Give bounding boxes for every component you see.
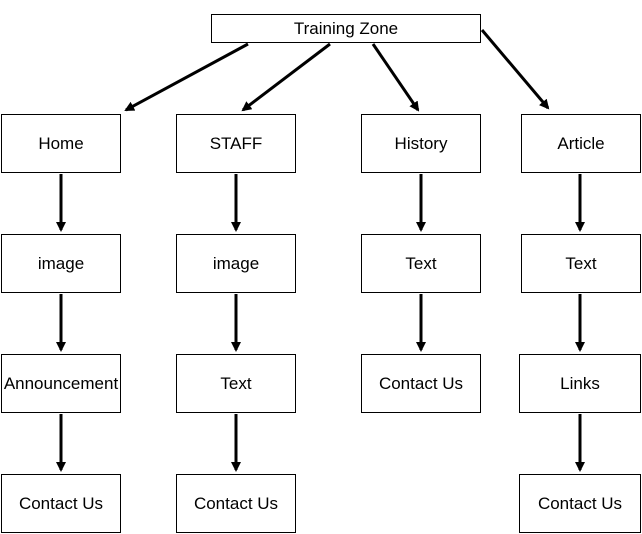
node-article-links: Links — [519, 354, 641, 413]
node-article: Article — [521, 114, 641, 173]
node-staff-contact-us: Contact Us — [176, 474, 296, 533]
node-staff-text: Text — [176, 354, 296, 413]
node-history-text: Text — [361, 234, 481, 293]
node-home-announcement: Announcement — [1, 354, 121, 413]
node-staff-image: image — [176, 234, 296, 293]
node-home-contact-us: Contact Us — [1, 474, 121, 533]
node-staff: STAFF — [176, 114, 296, 173]
node-home-image: image — [1, 234, 121, 293]
arrow-root-to-article — [480, 29, 550, 110]
node-article-contact-us: Contact Us — [519, 474, 641, 533]
node-training-zone: Training Zone — [211, 14, 481, 43]
node-home: Home — [1, 114, 121, 173]
node-history-contact-us: Contact Us — [361, 354, 481, 413]
arrow-root-to-staff — [241, 42, 331, 112]
arrow-root-to-home — [124, 42, 249, 112]
node-article-text: Text — [521, 234, 641, 293]
node-history: History — [361, 114, 481, 173]
arrow-root-to-history — [371, 43, 420, 112]
